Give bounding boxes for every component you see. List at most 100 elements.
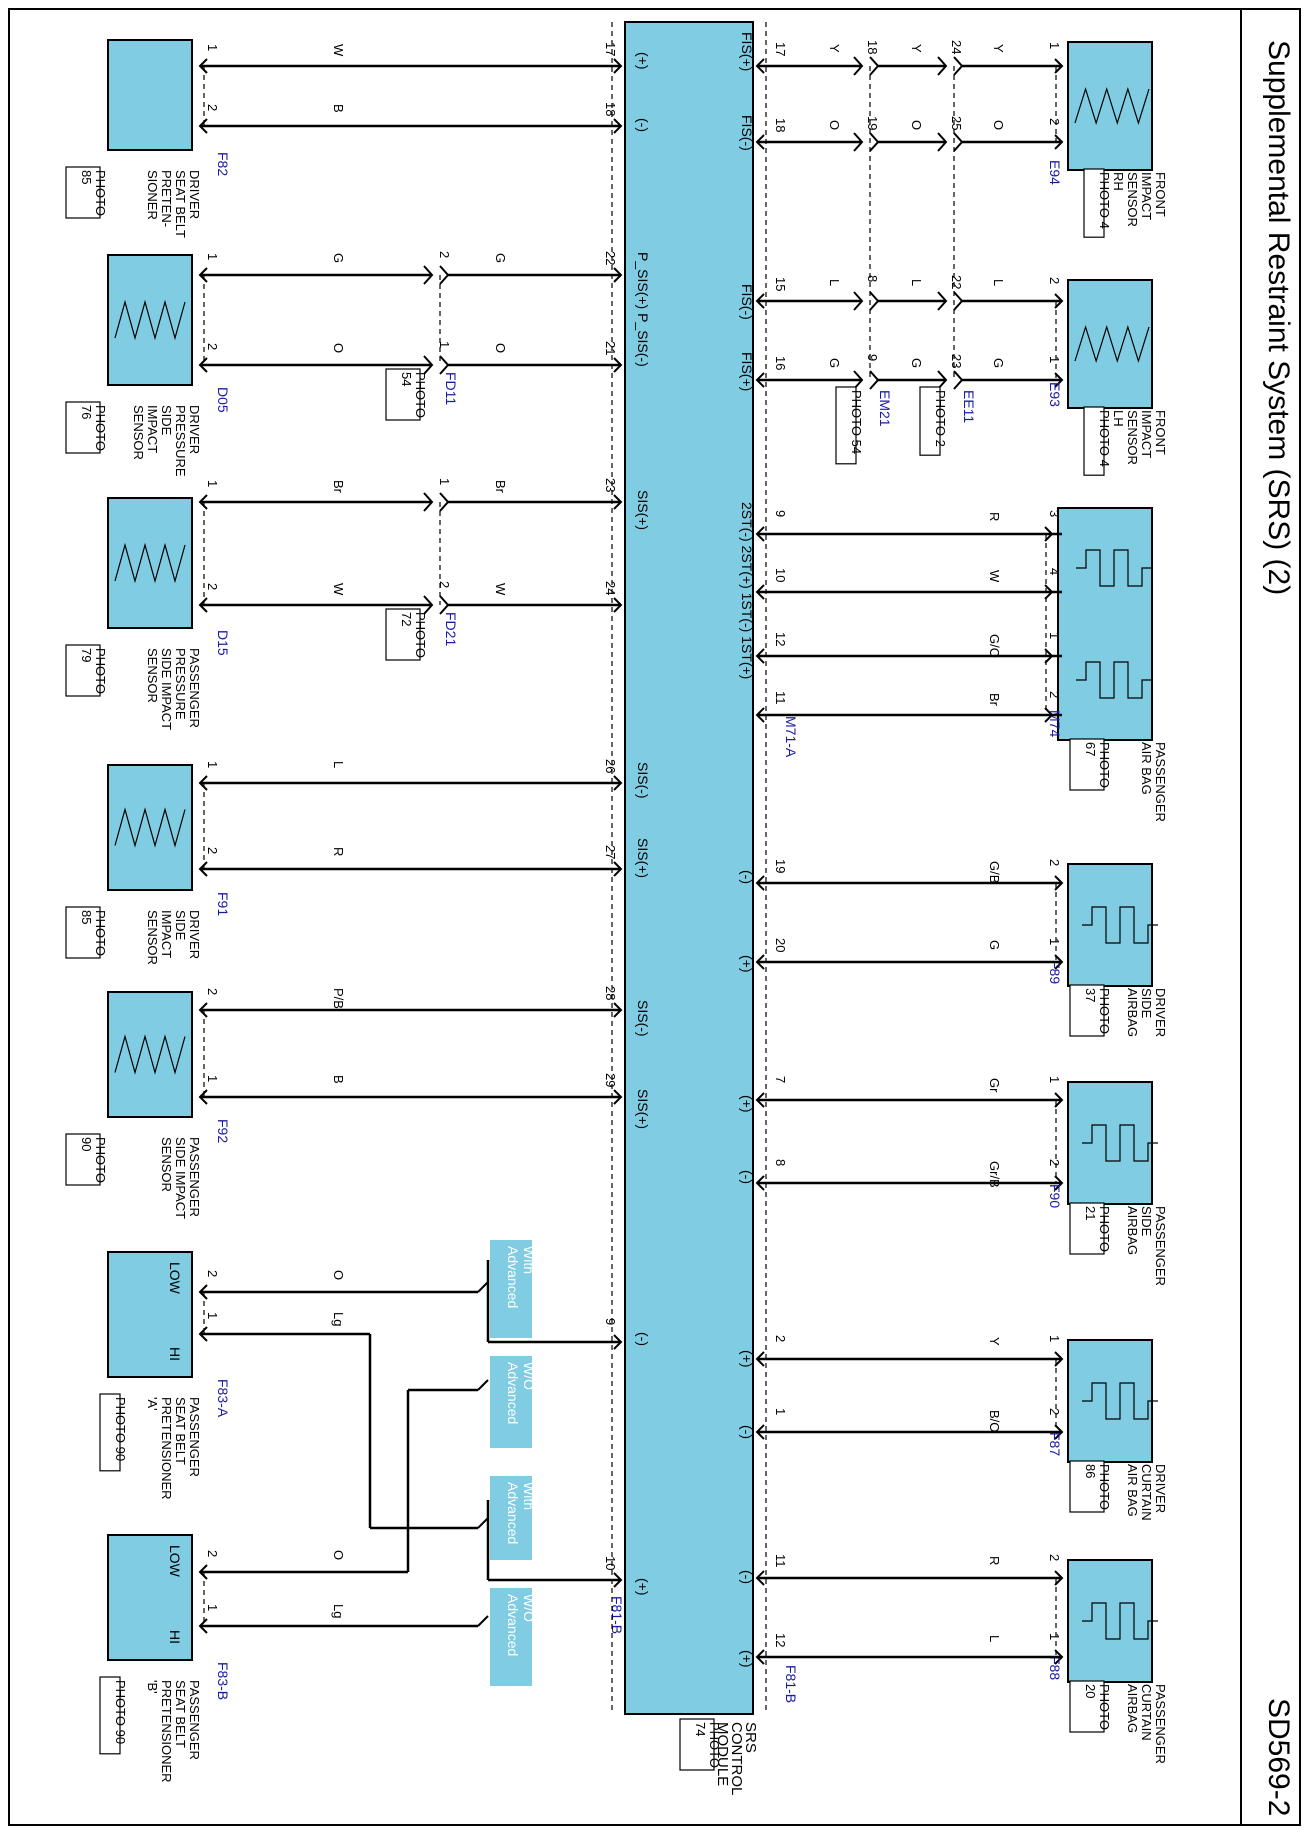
wire-color: Gr/B [987, 1161, 1002, 1188]
component-photo: PHOTO [1097, 742, 1112, 788]
component-name: SIDE [1139, 1206, 1154, 1237]
pin-number: 23 [603, 478, 618, 492]
module-pin-label: (+) [739, 1095, 755, 1113]
component-name: DRIVER [1153, 988, 1168, 1037]
front-impact-sensor-rh [1067, 41, 1153, 171]
pin-number: 2 [205, 1550, 220, 1557]
inline-connector-terminal [937, 56, 948, 76]
component-name: PASSENGER [187, 648, 202, 728]
connector-id-F92: F92 [215, 1119, 231, 1143]
component-name: PRETENSIONER [159, 1397, 174, 1500]
component-photo: 79 [79, 648, 94, 662]
pretensioner-low-label: LOW [167, 1262, 183, 1295]
wire-color: O [827, 120, 842, 130]
wire-color: L [991, 279, 1006, 286]
inline-connector-photo-box [385, 608, 421, 661]
wire-color: L [331, 761, 346, 768]
wire-color: Br [331, 480, 346, 494]
pin-number: 2 [205, 988, 220, 995]
component-photo: PHOTO [93, 1137, 108, 1183]
module-terminal [613, 1002, 623, 1018]
passenger-air-bag [1057, 507, 1153, 741]
component-name: SENSOR [145, 648, 160, 703]
option-label: W/O [521, 1362, 537, 1390]
pin-number: 1 [1047, 632, 1062, 639]
connector-id-D05: D05 [215, 387, 231, 413]
module-pin-label: FIS(+) [739, 352, 755, 391]
wire-color: G [331, 253, 346, 263]
module-terminal [755, 58, 765, 74]
pin-number: 1 [205, 1604, 220, 1611]
module-pin-label: FIS(-) [739, 284, 755, 320]
resistor-symbol [114, 299, 186, 341]
pin-number: 27 [603, 845, 618, 859]
connector-id-F88: F88 [1047, 1656, 1063, 1680]
component-name: SIONER [145, 170, 160, 220]
wire-color: Br [493, 480, 508, 494]
pin-number: 2 [1047, 691, 1062, 698]
pin-number: 11 [773, 691, 788, 705]
resistor-symbol [1074, 324, 1150, 364]
pin-number: 21 [603, 341, 618, 355]
component-photo-box [1069, 1680, 1105, 1733]
pin-number: 20 [773, 938, 788, 952]
connector-id-F91: F91 [215, 892, 231, 916]
connector-id-F87: F87 [1047, 1432, 1063, 1456]
front-impact-sensor-lh [1067, 279, 1153, 409]
pin-number: 1 [205, 761, 220, 768]
component-photo-box [65, 401, 101, 454]
option-switch-contact [477, 1379, 489, 1391]
squib-symbol [1082, 906, 1158, 944]
pin-number: 19 [773, 859, 788, 873]
component-name: CURTAIN [1139, 1684, 1154, 1741]
module-terminal [755, 875, 765, 891]
component-name: LH [1111, 410, 1126, 427]
component-photo-box [99, 1393, 121, 1472]
module-pin-label: (+) [739, 1350, 755, 1368]
pin-number: 10 [773, 568, 788, 582]
inline-connector-photo-box [835, 386, 857, 465]
inline-connector-terminal [869, 291, 880, 311]
pin-number: 2 [437, 251, 452, 258]
option-label: Advanced [505, 1594, 521, 1656]
inline-connector-terminal [853, 370, 864, 390]
resistor-symbol [114, 807, 186, 848]
component-name: SIDE IMPACT [173, 1137, 188, 1219]
pretensioner-high-label: HI [167, 1630, 183, 1644]
inline-connector-photo: PHOTO 2 [933, 390, 948, 447]
wire-color: L [827, 279, 842, 286]
module-terminal [613, 267, 623, 283]
wire-color: Lg [331, 1312, 346, 1326]
wire-color: G [909, 358, 924, 368]
pin-number: 2 [205, 343, 220, 350]
component-name: AIRBAG [1125, 1684, 1140, 1733]
resistor-symbol [114, 1034, 186, 1075]
component-photo: 67 [1083, 742, 1098, 756]
option-label: With [521, 1246, 537, 1274]
module-terminal [755, 134, 765, 150]
wire-color: G [987, 940, 1002, 950]
wire-color: G/B [987, 861, 1002, 883]
pin-number: 2 [1047, 1159, 1062, 1166]
driver-seat-belt-pretensioner [107, 39, 193, 151]
module-terminal [755, 1351, 765, 1367]
passenger-curtain-airbag [1067, 1559, 1153, 1683]
squib-symbol [1076, 661, 1152, 699]
connector-id-E93: E93 [1047, 382, 1063, 407]
component-name: PRETEN- [159, 170, 174, 227]
component-name: SENSOR [1125, 410, 1140, 465]
module-pin-label: P_SIS(+) P_SIS(-) [635, 252, 651, 367]
component-name: PASSENGER [1153, 1684, 1168, 1764]
component-name: IMPACT [1139, 410, 1154, 458]
pin-number: 19 [865, 116, 880, 130]
pretensioner-low-label: LOW [167, 1545, 183, 1578]
passenger-seat-belt-pretensioner-a [107, 1251, 193, 1378]
component-photo: PHOTO [1097, 1464, 1112, 1510]
component-name: DRIVER [187, 170, 202, 219]
inline-connector-terminal [423, 492, 434, 512]
inline-connector-terminal [953, 370, 964, 390]
component-name: SEAT BELT [173, 1397, 188, 1465]
title-strip [1240, 8, 1301, 1826]
passenger-seat-belt-pretensioner-b [107, 1534, 193, 1661]
module-pin-label: SIS(-) [635, 762, 651, 799]
